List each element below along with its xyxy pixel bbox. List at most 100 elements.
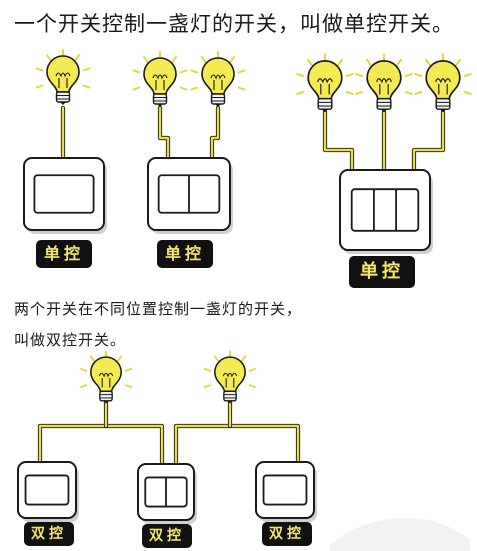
bulb-ray bbox=[190, 86, 199, 91]
bulb-glass bbox=[425, 60, 461, 100]
bulb-tip bbox=[380, 109, 388, 113]
bulb-ray bbox=[296, 90, 305, 96]
bulb-single-1 bbox=[35, 49, 91, 105]
bulb-ray bbox=[366, 58, 372, 67]
bulb-ray bbox=[414, 90, 423, 96]
bulb-ray bbox=[463, 72, 472, 78]
dual-switch-left bbox=[17, 461, 79, 522]
switch-key-frame bbox=[33, 174, 95, 214]
triple-key-switch bbox=[339, 169, 433, 254]
bulb-ray bbox=[142, 56, 149, 63]
bulb-tip bbox=[157, 104, 163, 107]
bulb-ray bbox=[355, 72, 364, 78]
bulb-ray bbox=[404, 72, 413, 78]
bulb-tip bbox=[321, 109, 329, 113]
bulb-ray bbox=[404, 90, 413, 96]
wire-single-3c-outline bbox=[411, 109, 446, 175]
bulb-ray bbox=[82, 67, 91, 72]
bulb-ray bbox=[35, 84, 44, 89]
bulb-base bbox=[435, 97, 451, 110]
bulb-ray bbox=[345, 72, 354, 78]
bulb-base bbox=[317, 97, 333, 110]
double-control-title-line1: 两个开关在不同位置控制一盏灯的开关， bbox=[14, 300, 303, 318]
bulb-filament bbox=[222, 372, 238, 388]
bulb-filament bbox=[435, 78, 451, 95]
wire-dual-right-outline bbox=[173, 423, 301, 465]
bulb-ray bbox=[241, 355, 247, 362]
wire-single-2b bbox=[210, 106, 220, 162]
bulb-ray bbox=[89, 355, 95, 362]
bulb-ray bbox=[179, 69, 188, 74]
bulb-ray bbox=[45, 54, 52, 61]
bulb-ray bbox=[124, 367, 132, 372]
bulb-ray bbox=[307, 58, 313, 67]
bulb-triple-middle bbox=[355, 53, 413, 113]
single-control-title: 一个开关控制一盏灯的开关，叫做单控开关。 bbox=[14, 12, 454, 36]
bulb-base bbox=[55, 91, 71, 103]
switch-key-frame bbox=[350, 188, 420, 232]
wires bbox=[37, 105, 446, 465]
wire-single-3a bbox=[323, 110, 354, 174]
bulb-ray bbox=[248, 384, 256, 389]
bulb-base bbox=[376, 97, 392, 110]
bulb-filament bbox=[210, 74, 226, 90]
bulb-tip bbox=[60, 102, 66, 105]
bulb-glass bbox=[307, 60, 343, 100]
single-key-switch bbox=[23, 157, 107, 234]
bulb-ray bbox=[200, 56, 207, 63]
wire-single-3a-outline bbox=[322, 109, 355, 175]
wire-single-3c bbox=[412, 110, 445, 174]
bulb-dual-right bbox=[204, 350, 256, 404]
bulb-filament bbox=[98, 372, 114, 388]
single-control-label-3: 单控 bbox=[349, 256, 415, 288]
bulb-ray bbox=[345, 90, 354, 96]
double-control-label-1: 双控 bbox=[24, 522, 74, 546]
bulb-ray bbox=[35, 67, 44, 72]
bulb-ray bbox=[248, 367, 256, 372]
bulb-glass bbox=[46, 55, 80, 93]
wire-dual-left bbox=[38, 424, 164, 464]
bulb-triple-right bbox=[414, 53, 472, 113]
bulb-ray bbox=[82, 84, 91, 89]
bulb-filament bbox=[317, 78, 333, 95]
bulb-filament bbox=[376, 78, 392, 95]
bulb-base bbox=[223, 390, 237, 402]
bulb-ray bbox=[204, 367, 212, 372]
bulb-tip bbox=[227, 400, 233, 404]
bulb-triple-left bbox=[296, 53, 354, 113]
bulb-base bbox=[152, 93, 168, 105]
bulb-ray bbox=[179, 86, 188, 91]
bulb-glass bbox=[214, 356, 246, 393]
bulb-ray bbox=[229, 56, 236, 63]
double-control-label-3: 双控 bbox=[262, 522, 312, 546]
bulb-glass bbox=[90, 356, 122, 393]
dual-switch-middle bbox=[137, 463, 197, 524]
bulb-ray bbox=[455, 58, 461, 67]
bulb-ray bbox=[74, 54, 81, 61]
double-control-title-line2: 叫做双控开关。 bbox=[14, 331, 127, 349]
wire-single-2a bbox=[158, 106, 170, 162]
wire-dual-right bbox=[174, 424, 300, 464]
bulb-glass bbox=[366, 60, 402, 100]
single-control-label-2: 单控 bbox=[157, 240, 213, 268]
bulb-tip bbox=[215, 104, 221, 107]
bulb-ray bbox=[237, 86, 246, 91]
bulb-base bbox=[210, 93, 226, 105]
bulb-ray bbox=[237, 69, 246, 74]
bulb-base bbox=[99, 390, 113, 402]
brush-mark bbox=[330, 517, 470, 551]
bulb-ray bbox=[355, 90, 364, 96]
wire-dual-left-outline bbox=[37, 423, 165, 465]
double-key-switch bbox=[147, 157, 233, 234]
bulb-ray bbox=[124, 384, 132, 389]
bulb-ray bbox=[132, 86, 141, 91]
dual-switch-right bbox=[255, 461, 317, 522]
double-control-label-2: 双控 bbox=[142, 524, 192, 548]
switches bbox=[17, 157, 433, 524]
bulb-glass bbox=[201, 57, 235, 95]
bulb-ray bbox=[171, 56, 178, 63]
bulb-ray bbox=[396, 58, 402, 67]
bulb-ray bbox=[463, 90, 472, 96]
bulb-ray bbox=[80, 367, 88, 372]
